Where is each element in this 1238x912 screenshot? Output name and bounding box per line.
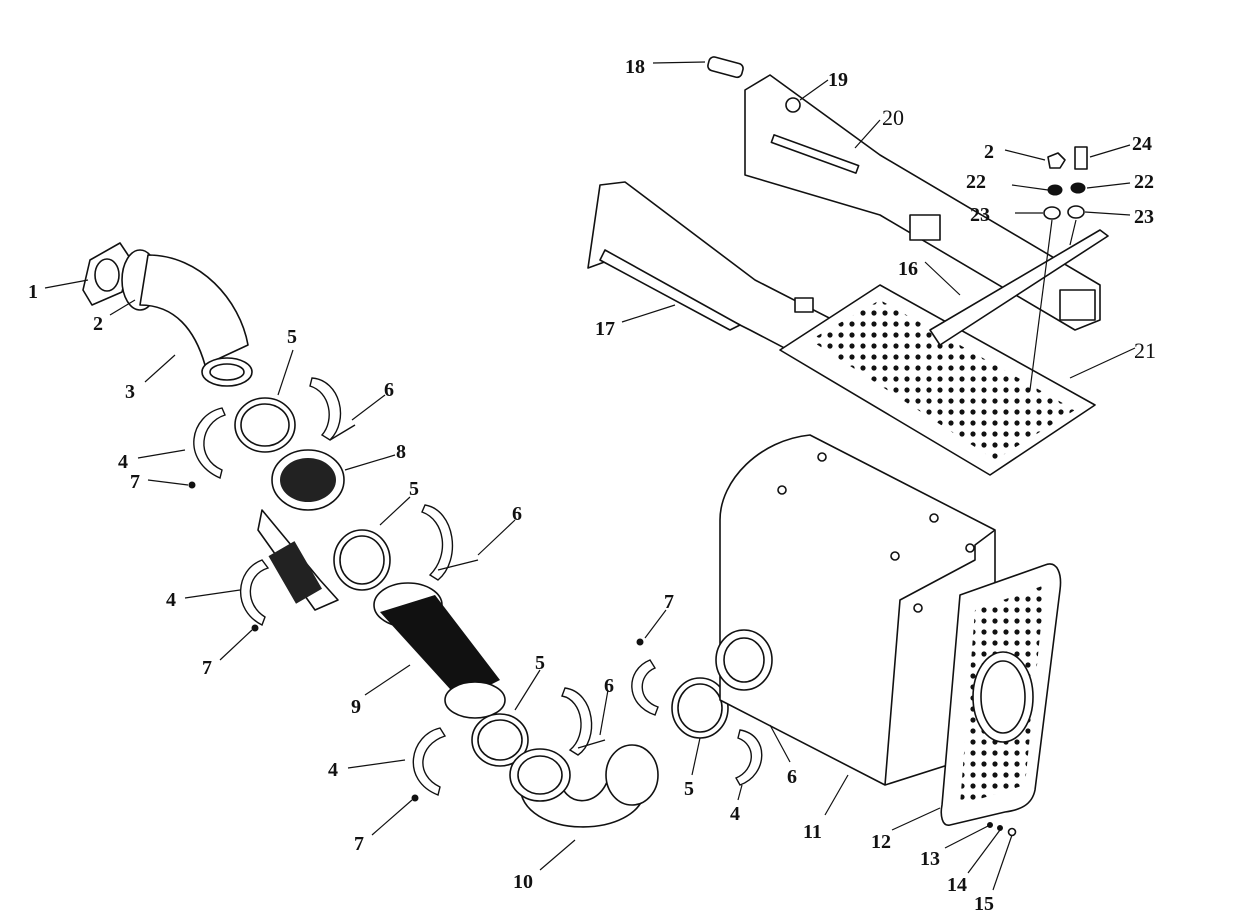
- callout: 18: [625, 56, 645, 78]
- part-flexible-hose: [373, 582, 506, 719]
- part-clamp-half: [561, 687, 593, 756]
- callout: 15: [974, 893, 994, 912]
- callout: 5: [409, 478, 419, 500]
- callout: 5: [287, 326, 297, 348]
- callout: 19: [828, 69, 848, 91]
- callout: 12: [871, 831, 891, 853]
- callout: 21: [1134, 338, 1156, 363]
- callout: 24: [1132, 133, 1152, 155]
- callout: 14: [947, 874, 967, 896]
- part-seal-ring: [333, 529, 391, 591]
- callout: 10: [513, 871, 533, 893]
- callout: 23: [1134, 206, 1154, 228]
- callout: 6: [787, 766, 797, 788]
- callout: 9: [351, 696, 361, 718]
- callout: 2: [93, 313, 103, 335]
- callout: 6: [604, 675, 614, 697]
- callout: 22: [1134, 171, 1154, 193]
- callout: 5: [684, 778, 694, 800]
- part-clamp-half: [240, 559, 270, 626]
- callout: 22: [966, 171, 986, 193]
- part-perforated-heat-shield: [940, 563, 1062, 826]
- callout: 3: [125, 381, 135, 403]
- callout-labels: 1 2 3 4 5 6 8 7 5 6 4 7 9 5 6 4 7 10 7 5…: [28, 56, 1156, 912]
- callout: 11: [803, 821, 822, 843]
- callout: 7: [664, 591, 674, 613]
- part-exhaust-brake-valve: [257, 449, 345, 611]
- callout: 7: [130, 471, 140, 493]
- callout: 2: [984, 141, 994, 163]
- leader-lines: [44, 61, 1136, 891]
- part-nut: [188, 481, 196, 489]
- part-washers-and-bolts: [1029, 146, 1088, 391]
- part-clamp-half: [412, 727, 447, 796]
- callout: 4: [166, 589, 176, 611]
- callout: 16: [898, 258, 918, 280]
- part-nut: [785, 97, 801, 113]
- part-clamp-half: [309, 377, 342, 441]
- part-bolt: [329, 424, 356, 441]
- part-clamp-half: [421, 504, 453, 581]
- part-u-bend-pipe: [509, 744, 659, 828]
- part-mounting-bracket: [744, 74, 1101, 331]
- callout: 6: [384, 379, 394, 401]
- callout: 7: [354, 833, 364, 855]
- callout: 4: [730, 803, 740, 825]
- callout: 13: [920, 848, 940, 870]
- callout: 23: [970, 204, 990, 226]
- callout: 7: [202, 657, 212, 679]
- part-gasket: [82, 242, 131, 306]
- part-perforated-plate: [779, 284, 1096, 476]
- part-clamp-half: [193, 407, 226, 479]
- part-strap-bar: [929, 229, 1109, 346]
- part-seal-ring: [234, 397, 296, 453]
- part-bolt: [707, 56, 744, 79]
- callout: 4: [118, 451, 128, 473]
- part-clamp-half: [735, 729, 763, 786]
- callout: 1: [28, 281, 38, 303]
- callout: 20: [882, 105, 904, 130]
- part-clamp-half: [631, 659, 659, 716]
- part-seal-ring: [471, 713, 529, 767]
- part-seal-ring: [671, 677, 729, 739]
- callout: 5: [535, 652, 545, 674]
- part-elbow-inlet-pipe: [121, 249, 253, 387]
- callout: 6: [512, 503, 522, 525]
- callout: 17: [595, 318, 615, 340]
- callout: 4: [328, 759, 338, 781]
- callout: 8: [396, 441, 406, 463]
